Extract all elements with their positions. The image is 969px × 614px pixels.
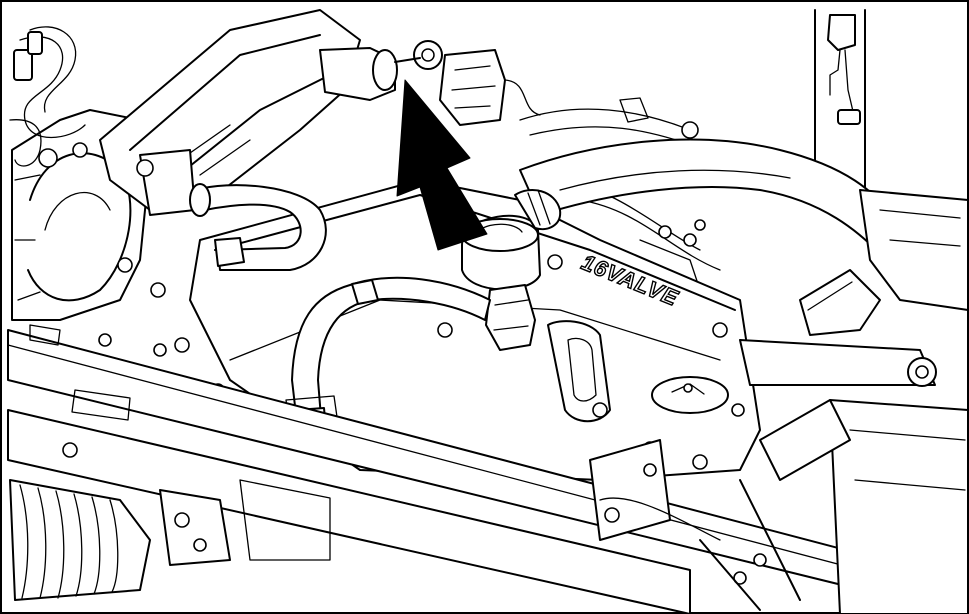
- right-lower-chassis: [699, 399, 969, 614]
- wiring-harness: [9, 26, 88, 168]
- right-strut-bar: [739, 269, 937, 387]
- misc-left-hardware: [29, 324, 131, 458]
- sensor-connector: [439, 49, 541, 126]
- front-frame-rail: [7, 329, 961, 614]
- bay-wall-right: [859, 189, 969, 311]
- breather-fitting: [485, 284, 536, 351]
- lift-bracket: [547, 320, 611, 423]
- hose-clamp-center: [514, 189, 562, 230]
- heater-hose-left: [189, 183, 327, 271]
- indicator-arrow: [396, 79, 488, 251]
- wall-sensor: [814, 9, 866, 201]
- lower-right-bracket: [589, 439, 721, 541]
- throttle-fitting: [319, 40, 443, 101]
- cv-boot: [9, 479, 151, 601]
- dipstick-cap: [651, 376, 729, 414]
- lower-bracket: [159, 479, 331, 566]
